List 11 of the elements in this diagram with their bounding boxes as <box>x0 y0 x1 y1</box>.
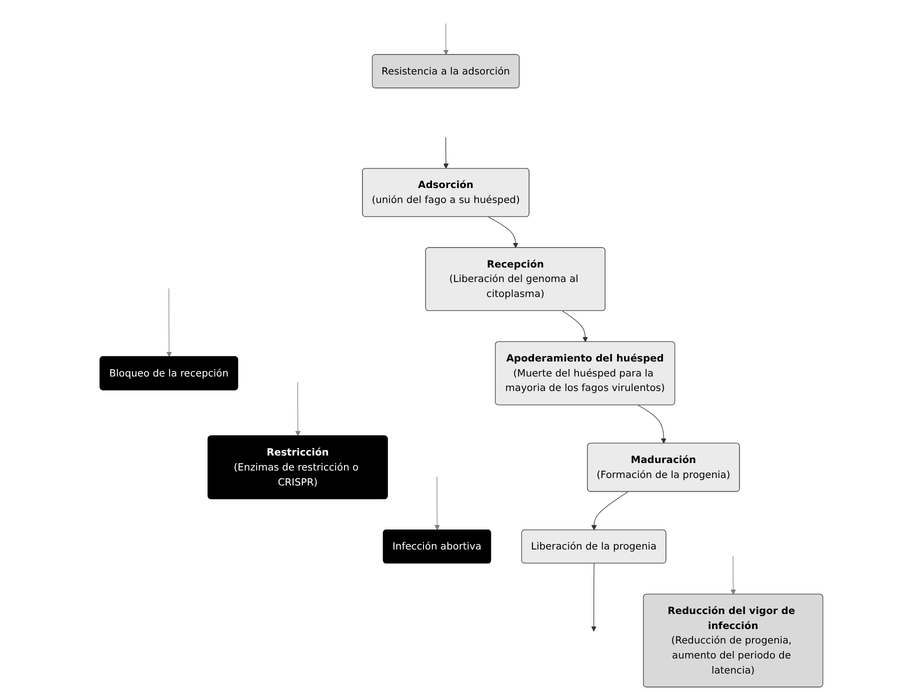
arrow <box>638 404 666 444</box>
arrow <box>434 476 440 530</box>
arrow <box>443 137 449 169</box>
arrow <box>488 216 518 248</box>
arrow <box>730 556 736 595</box>
arrow <box>443 23 449 56</box>
arrow <box>591 563 597 632</box>
arrow <box>591 491 628 530</box>
arrow <box>562 310 588 342</box>
arrow <box>166 288 172 358</box>
arrow <box>295 382 301 436</box>
